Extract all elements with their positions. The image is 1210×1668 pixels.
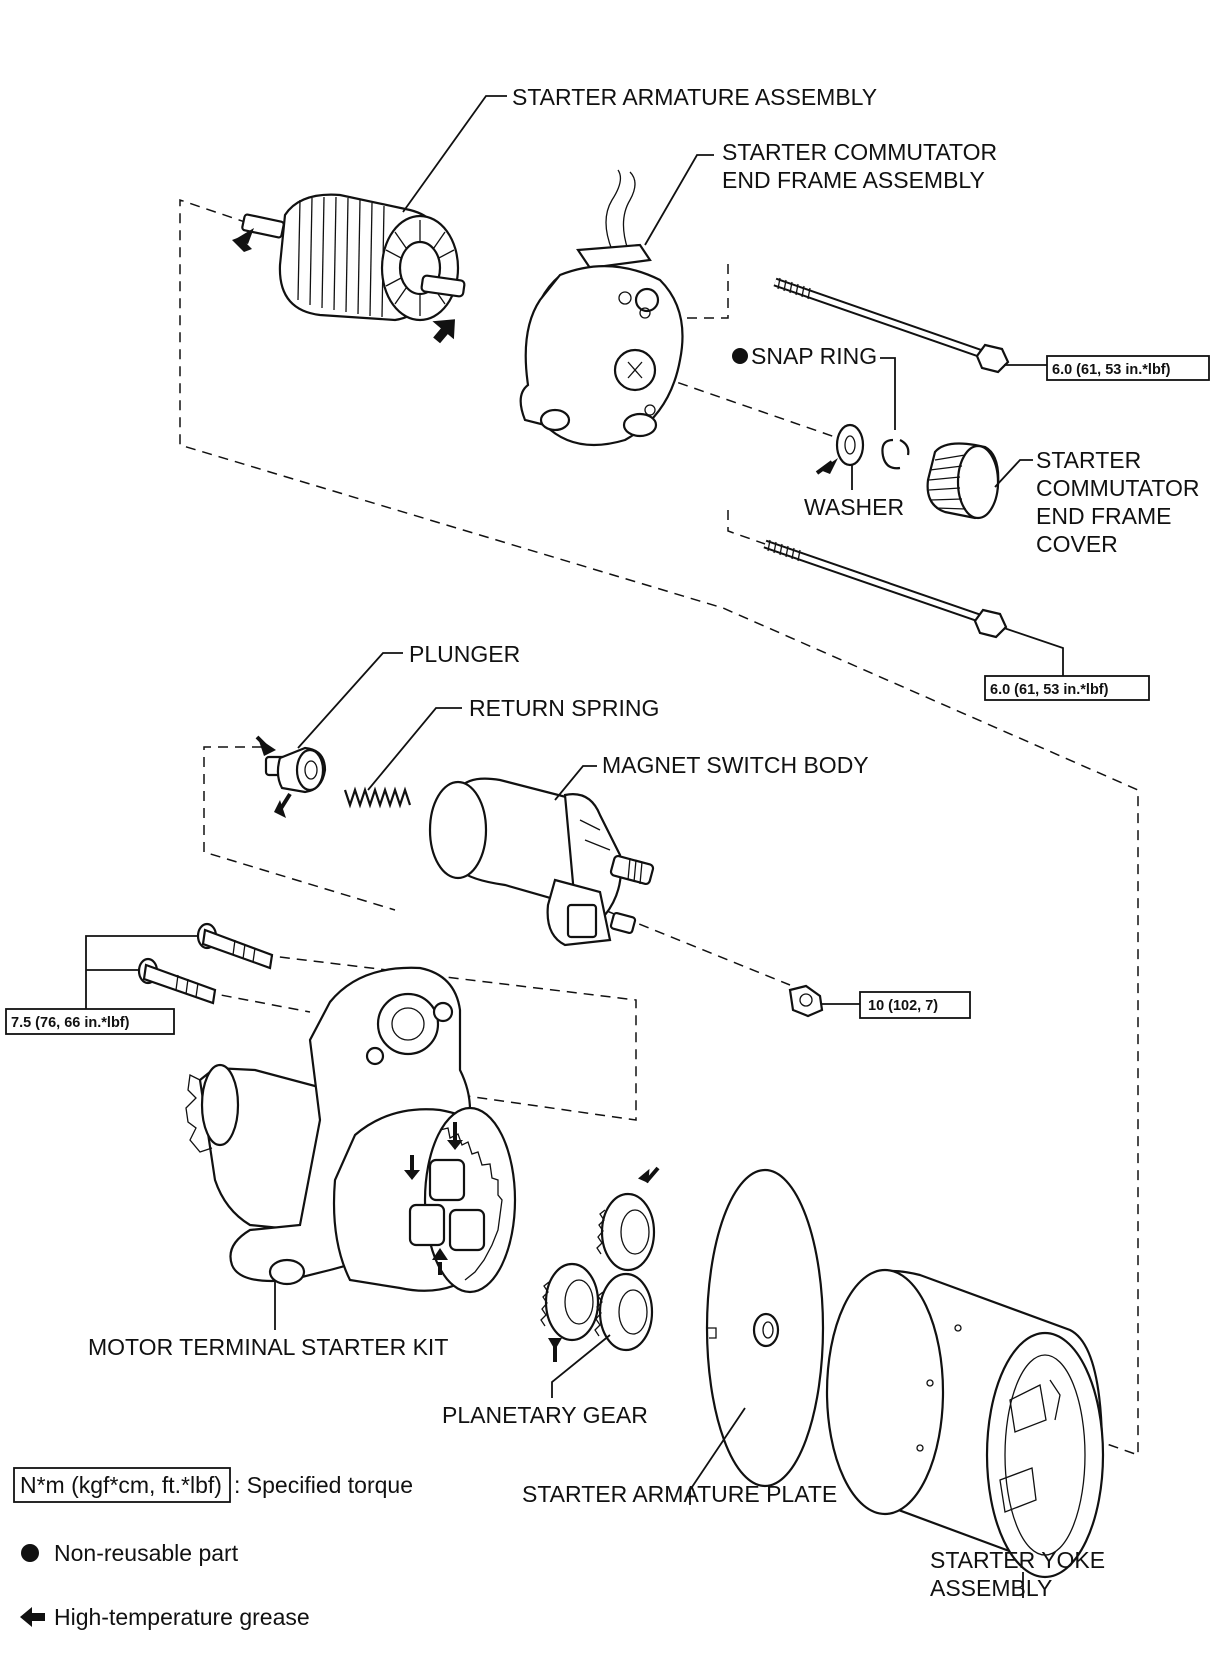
label-commutator-end-frame-1: STARTER COMMUTATOR	[722, 139, 997, 165]
armature-plate-part	[705, 1168, 825, 1488]
label-motor-terminal-starter-kit: MOTOR TERMINAL STARTER KIT	[88, 1334, 448, 1360]
armature-assembly-part	[232, 193, 466, 344]
torque-through-bolt-upper: 6.0 (61, 53 in.*lbf)	[1052, 362, 1171, 378]
label-yoke-assembly-1: STARTER YOKE	[930, 1547, 1105, 1573]
plunger-part	[264, 746, 327, 794]
label-end-frame-cover-4: COVER	[1036, 531, 1118, 557]
planetary-gear-part	[540, 1192, 656, 1352]
grease-arrow-icon	[20, 1607, 45, 1627]
legend-torque-box	[13, 1467, 231, 1503]
torque-through-bolt-lower: 6.0 (61, 53 in.*lbf)	[990, 682, 1109, 698]
terminal-nut-part	[788, 984, 971, 1019]
end-frame-cover-part	[926, 442, 1000, 520]
label-end-frame-cover-3: END FRAME	[1036, 503, 1171, 529]
label-end-frame-cover-1: STARTER	[1036, 447, 1141, 473]
legend-torque-text: : Specified torque	[234, 1472, 413, 1498]
label-snap-ring: SNAP RING	[751, 343, 877, 369]
washer-part	[835, 423, 865, 467]
label-return-spring: RETURN SPRING	[469, 695, 659, 721]
label-armature-assembly: STARTER ARMATURE ASSEMBLY	[512, 84, 877, 110]
label-armature-plate: STARTER ARMATURE PLATE	[522, 1481, 837, 1507]
legend: N*m (kgf*cm, ft.*lbf) : Specified torque…	[13, 1467, 413, 1630]
label-magnet-switch-body: MAGNET SWITCH BODY	[602, 752, 869, 778]
torque-terminal-nut: 10 (102, 7)	[868, 998, 938, 1014]
label-planetary-gear: PLANETARY GEAR	[442, 1402, 648, 1428]
non-reusable-mark-icon	[732, 348, 748, 364]
label-washer: WASHER	[804, 494, 904, 520]
label-commutator-end-frame-2: END FRAME ASSEMBLY	[722, 167, 985, 193]
yoke-assembly-part	[825, 1268, 1105, 1579]
through-bolt-upper-part	[773, 277, 1210, 381]
label-yoke-assembly-2: ASSEMBLY	[930, 1575, 1052, 1601]
motor-terminal-starter-kit-part	[185, 966, 517, 1294]
commutator-end-frame-part	[519, 169, 684, 447]
through-bolt-lower-part	[763, 539, 1150, 701]
snap-ring-part	[881, 438, 910, 470]
legend-torque-unit: N*m (kgf*cm, ft.*lbf)	[20, 1472, 222, 1498]
legend-grease: High-temperature grease	[54, 1604, 310, 1630]
label-plunger: PLUNGER	[409, 641, 520, 667]
magnet-switch-body-part	[428, 777, 655, 947]
legend-non-reusable: Non-reusable part	[54, 1540, 239, 1566]
return-spring-part	[343, 786, 412, 809]
torque-kit-bolts: 7.5 (76, 66 in.*lbf)	[11, 1015, 130, 1031]
kit-bolts-part	[5, 922, 274, 1035]
label-end-frame-cover-2: COMMUTATOR	[1036, 475, 1200, 501]
filled-circle-icon	[21, 1544, 39, 1562]
